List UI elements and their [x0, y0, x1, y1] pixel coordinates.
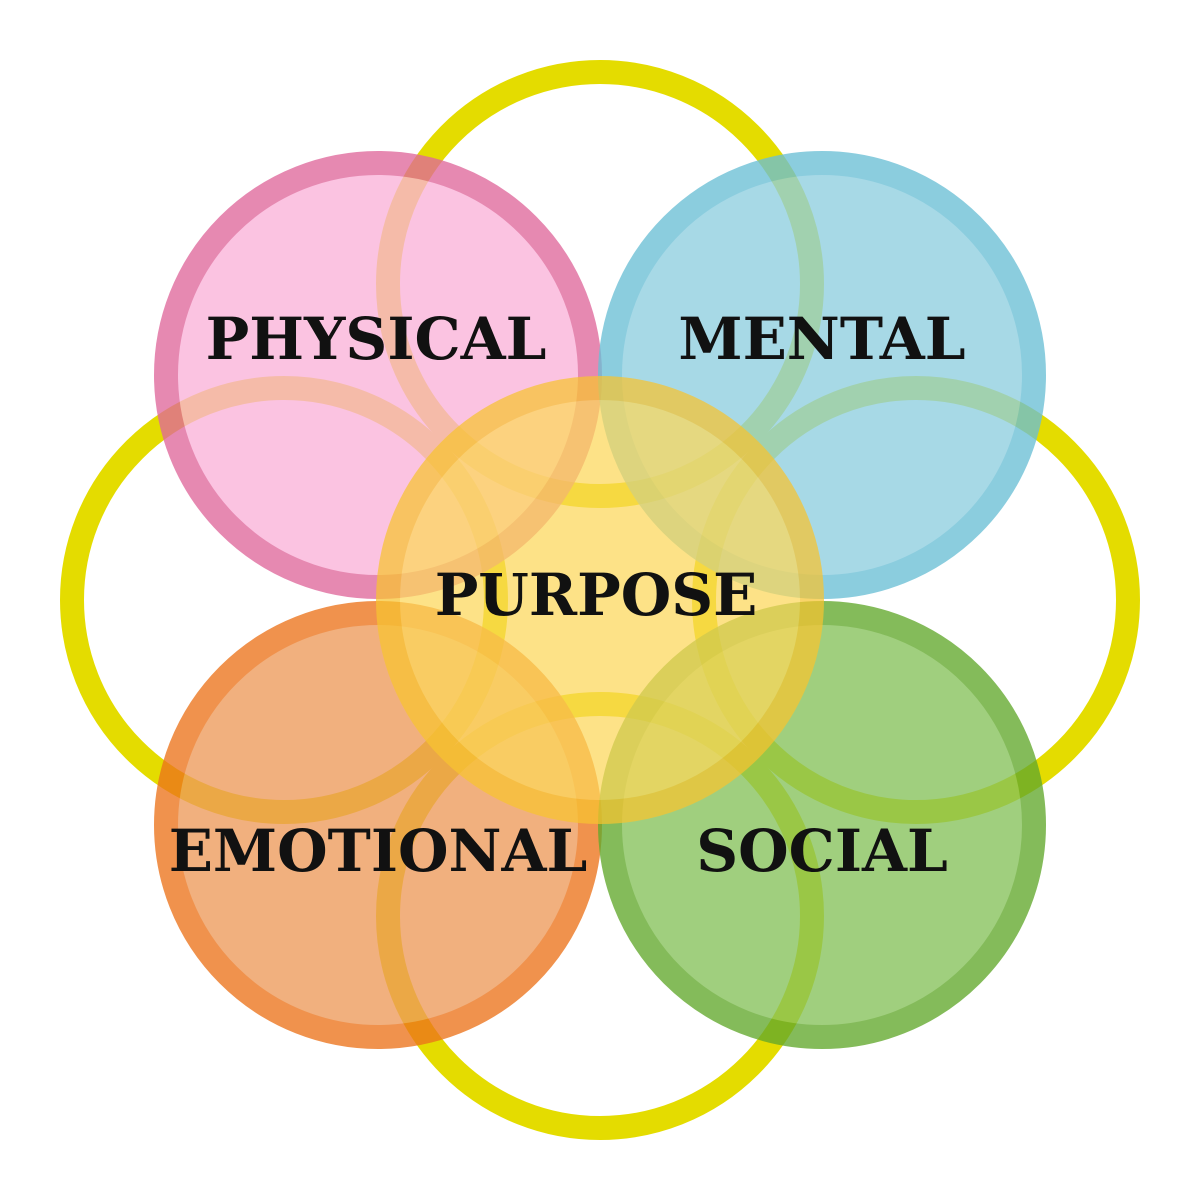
purpose-label: PURPOSE: [435, 561, 758, 629]
social-label: SOCIAL: [696, 817, 947, 885]
mental-label: MENTAL: [678, 305, 965, 373]
purpose-circle: [376, 376, 824, 824]
physical-label: PHYSICAL: [206, 305, 547, 373]
emotional-label: EMOTIONAL: [169, 817, 588, 885]
